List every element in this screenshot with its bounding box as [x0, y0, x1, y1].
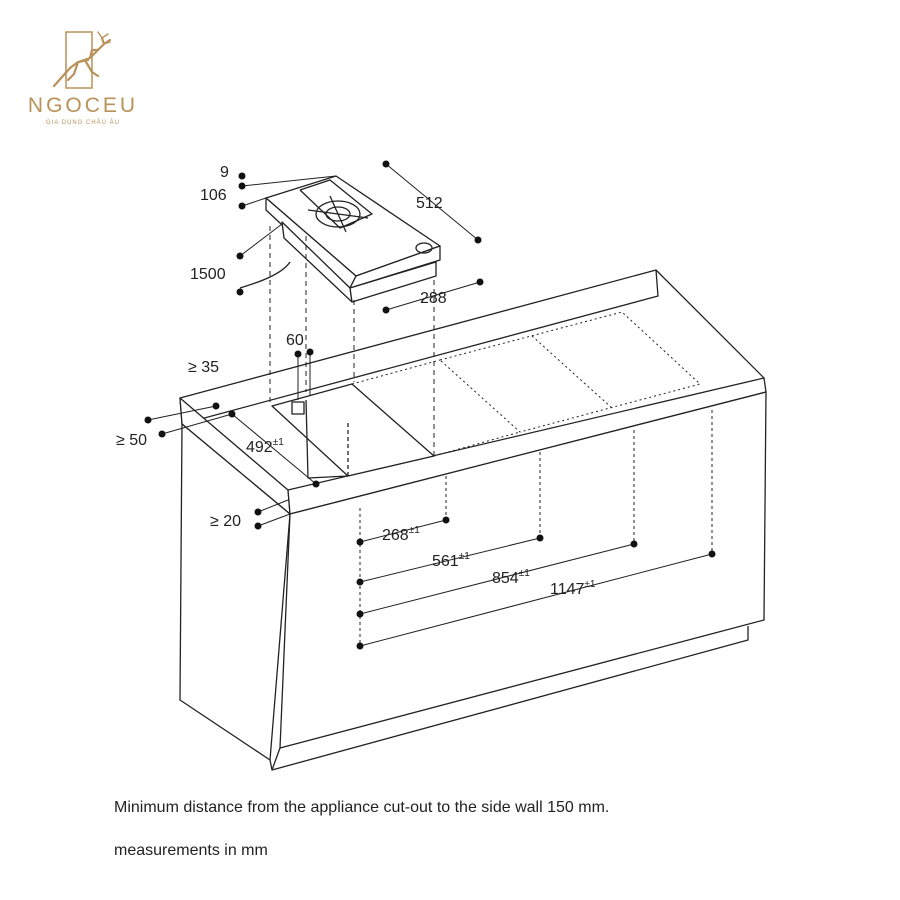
dim-1147: 1147±1 — [550, 579, 596, 598]
brand-tagline: GIA DỤNG CHÂU ÂU — [45, 120, 120, 126]
adjacent-zones — [351, 311, 701, 457]
projection-lines — [269, 226, 435, 456]
gas-hob — [239, 175, 441, 303]
cabinet — [179, 269, 767, 771]
dimension-lines — [147, 163, 713, 647]
note-units: measurements in mm — [114, 842, 268, 859]
brand-name: NGOCEU — [27, 94, 139, 117]
brand-logo: NGOCEU GIA DỤNG CHÂU ÂU — [18, 28, 148, 128]
dim-min-35: ≥ 35 — [188, 359, 219, 376]
note-side-wall: Minimum distance from the appliance cut-… — [114, 799, 610, 816]
dim-512: 512 — [416, 195, 443, 212]
dim-854: 854±1 — [492, 568, 530, 587]
dim-268: 268±1 — [382, 525, 420, 544]
dim-60: 60 — [286, 332, 304, 349]
dim-1500: 1500 — [190, 266, 226, 283]
dim-min-50: ≥ 50 — [116, 432, 147, 449]
dim-561: 561±1 — [432, 551, 470, 570]
dim-288: 288 — [420, 290, 447, 307]
dim-106: 106 — [200, 187, 227, 204]
deer-emblem-icon — [52, 31, 112, 89]
dim-min-20: ≥ 20 — [210, 513, 241, 530]
dim-492: 492±1 — [246, 437, 284, 456]
dim-9: 9 — [220, 164, 229, 181]
dimension-dots — [144, 160, 716, 650]
